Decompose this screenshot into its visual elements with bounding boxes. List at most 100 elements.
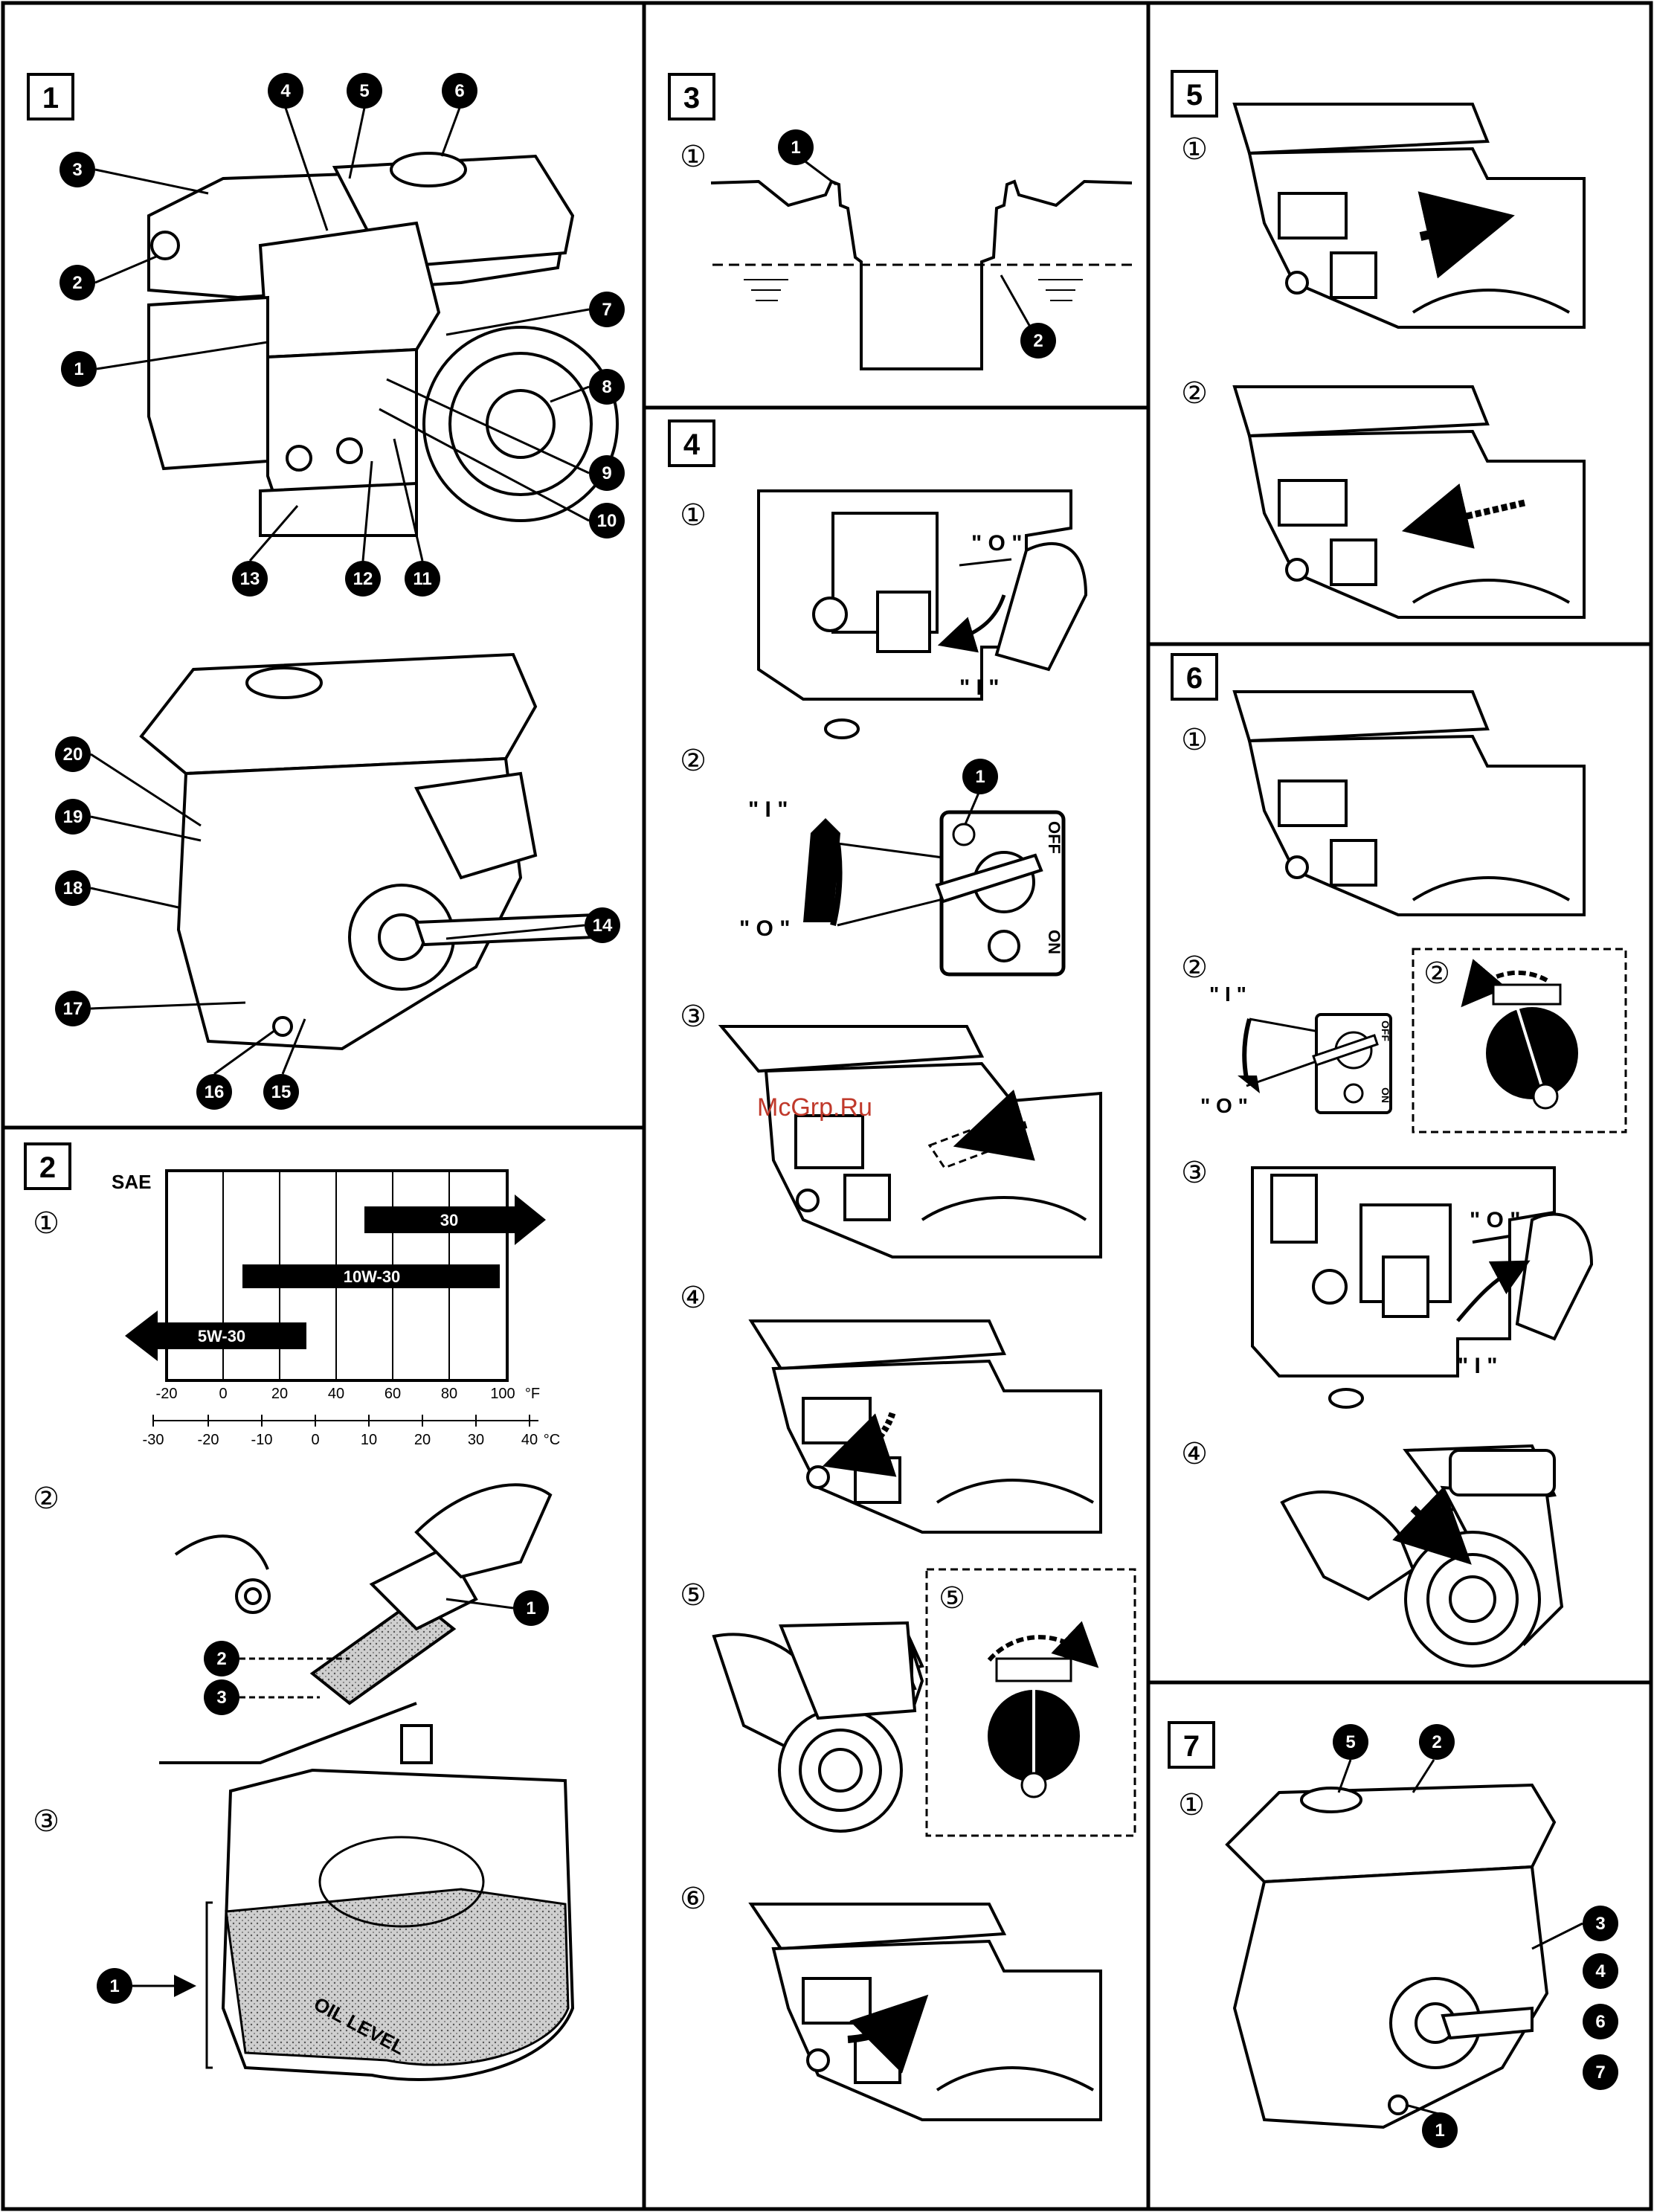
watermark: McGrp.Ru (757, 1093, 872, 1122)
fahrenheit-axis: -20 0 20 40 60 80 100 °F (156, 1386, 541, 1402)
engine-illustration-top (149, 153, 617, 536)
callout-p7-2: 2 (1413, 1724, 1455, 1793)
engine-switch-6-2: " I " " O " OFF ON (1200, 983, 1391, 1117)
oil-viscosity-chart: SAE 30 10W-30 5W-30 -20 0 20 40 60 (112, 1171, 560, 1448)
svg-text:" I ": " I " (1458, 1354, 1497, 1378)
svg-text:19: 19 (63, 807, 83, 827)
panel-label-7: 7 (1169, 1723, 1214, 1767)
svg-text:6: 6 (1186, 662, 1203, 695)
fuel-valve-illustration-6-3 (1252, 1168, 1592, 1407)
svg-text:16: 16 (205, 1082, 225, 1102)
sub-labels-panel2: ① ② ③ (33, 1207, 59, 1838)
inset-4-5: ⑤ (927, 1569, 1135, 1836)
svg-text:2: 2 (1033, 331, 1043, 351)
panel-label-1: 1 (28, 74, 73, 119)
svg-text:②: ② (1181, 377, 1208, 410)
svg-text:" O ": " O " (739, 916, 790, 941)
svg-text:⑤: ⑤ (939, 1582, 965, 1615)
engine-switch-4-2: " I " " O " OFF ON 1 (739, 759, 1063, 974)
dipstick-illustration (159, 1485, 550, 1763)
svg-text:2: 2 (72, 273, 82, 293)
svg-text:①: ① (680, 499, 707, 532)
svg-text:10: 10 (361, 1432, 377, 1448)
svg-text:3: 3 (1595, 1914, 1605, 1934)
callout-2: 2 (59, 257, 156, 300)
svg-text:17: 17 (63, 999, 83, 1019)
svg-text:6: 6 (454, 81, 464, 101)
sub-label-p7-1: ① (1178, 1789, 1205, 1822)
svg-text:13: 13 (240, 569, 260, 589)
svg-text:9: 9 (602, 463, 611, 483)
sae-label: SAE (112, 1171, 151, 1193)
svg-text:1: 1 (526, 1598, 535, 1618)
svg-text:0: 0 (219, 1386, 227, 1402)
grade-10w30: 10W-30 (242, 1264, 500, 1288)
choke-illustration-5-2 (1235, 387, 1584, 617)
svg-text:6: 6 (1595, 2012, 1605, 2032)
callout-19: 19 (55, 799, 201, 840)
svg-text:OFF: OFF (1380, 1020, 1391, 1041)
svg-text:④: ④ (680, 1282, 707, 1314)
svg-text:12: 12 (353, 569, 373, 589)
svg-text:①: ① (1181, 724, 1208, 756)
svg-text:20: 20 (414, 1432, 431, 1448)
svg-text:30: 30 (468, 1432, 484, 1448)
svg-text:4: 4 (683, 428, 701, 461)
svg-text:⑥: ⑥ (680, 1883, 707, 1915)
svg-text:40: 40 (521, 1432, 538, 1448)
svg-text:3: 3 (72, 160, 82, 180)
callout-filter-1: 1 (778, 129, 836, 184)
panel-label-4: 4 (669, 421, 714, 466)
panel-label-6: 6 (1172, 655, 1217, 699)
callout-p7-4: 4 (1583, 1953, 1618, 1989)
panel-label-2: 2 (25, 1144, 70, 1189)
svg-text:③: ③ (33, 1805, 59, 1838)
fuel-valve-illustration-4-1 (759, 491, 1086, 738)
svg-text:3: 3 (216, 1688, 226, 1708)
svg-text:5W-30: 5W-30 (198, 1327, 245, 1345)
svg-text:2: 2 (1432, 1732, 1441, 1752)
inset-6-2: ② (1413, 949, 1626, 1132)
svg-text:14: 14 (593, 916, 613, 936)
svg-text:②: ② (1181, 951, 1208, 984)
choke-illustration-5-1 (1235, 104, 1584, 327)
choke-illustration-6-1 (1235, 692, 1584, 915)
svg-text:" I ": " I " (1209, 983, 1246, 1006)
sub-labels-panel5: ① ② (1181, 133, 1208, 410)
svg-text:⑤: ⑤ (680, 1579, 707, 1612)
svg-text:" O ": " O " (1200, 1094, 1248, 1117)
choke-illustration-4-6 (751, 1904, 1101, 2120)
svg-text:7: 7 (1595, 2063, 1605, 2083)
callout-filter-2: 2 (1001, 275, 1056, 359)
svg-text:11: 11 (413, 569, 431, 589)
svg-text:" O ": " O " (1470, 1208, 1520, 1232)
panel-label-5: 5 (1172, 71, 1217, 116)
svg-text:③: ③ (1181, 1157, 1208, 1189)
panel-label-3: 3 (669, 74, 714, 119)
svg-text:-20: -20 (156, 1386, 178, 1402)
svg-text:7: 7 (602, 300, 611, 320)
svg-text:②: ② (33, 1482, 59, 1515)
svg-text:5: 5 (1186, 79, 1203, 112)
svg-text:2: 2 (216, 1649, 226, 1669)
callout-p7-3: 3 (1532, 1906, 1618, 1949)
svg-text:5: 5 (359, 81, 369, 101)
callout-p7-6: 6 (1583, 2004, 1618, 2039)
callout-oil-level: 1 (97, 1968, 187, 2004)
svg-text:1: 1 (1435, 2121, 1444, 2141)
svg-text:18: 18 (63, 878, 83, 898)
choke-illustration-4-4 (751, 1321, 1101, 1532)
svg-text:ON: ON (1045, 930, 1063, 954)
svg-text:3: 3 (683, 82, 700, 115)
svg-text:①: ① (1181, 133, 1208, 166)
callout-5: 5 (347, 73, 382, 179)
engine-illustration-bottom (141, 655, 595, 1049)
svg-text:30: 30 (440, 1211, 458, 1229)
svg-text:4: 4 (280, 81, 291, 101)
svg-text:7: 7 (1183, 1730, 1200, 1763)
callout-18: 18 (55, 870, 178, 907)
svg-text:20: 20 (271, 1386, 288, 1402)
svg-text:-30: -30 (143, 1432, 164, 1448)
svg-text:2: 2 (39, 1151, 56, 1184)
